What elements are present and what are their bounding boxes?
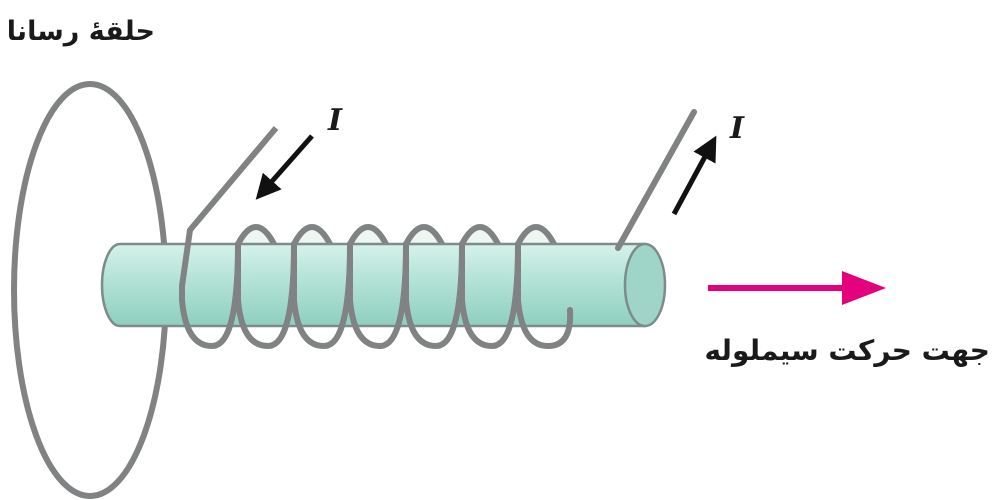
coil-front-turns <box>179 241 574 350</box>
input-lead-wire <box>179 126 279 287</box>
motion-direction-label: جهت حرکت سیملوله <box>704 334 990 367</box>
output-lead-wire <box>615 109 697 251</box>
current-in-arrow <box>255 134 314 200</box>
current-out-arrow <box>671 135 717 216</box>
coil-back-turns <box>235 224 557 246</box>
ring-label: حلقهٔ رسانا <box>7 16 155 47</box>
core-end-face <box>623 242 667 328</box>
current-in-label: I <box>327 103 343 138</box>
current-out-label: I <box>729 111 745 146</box>
motion-direction-arrow <box>708 271 886 305</box>
